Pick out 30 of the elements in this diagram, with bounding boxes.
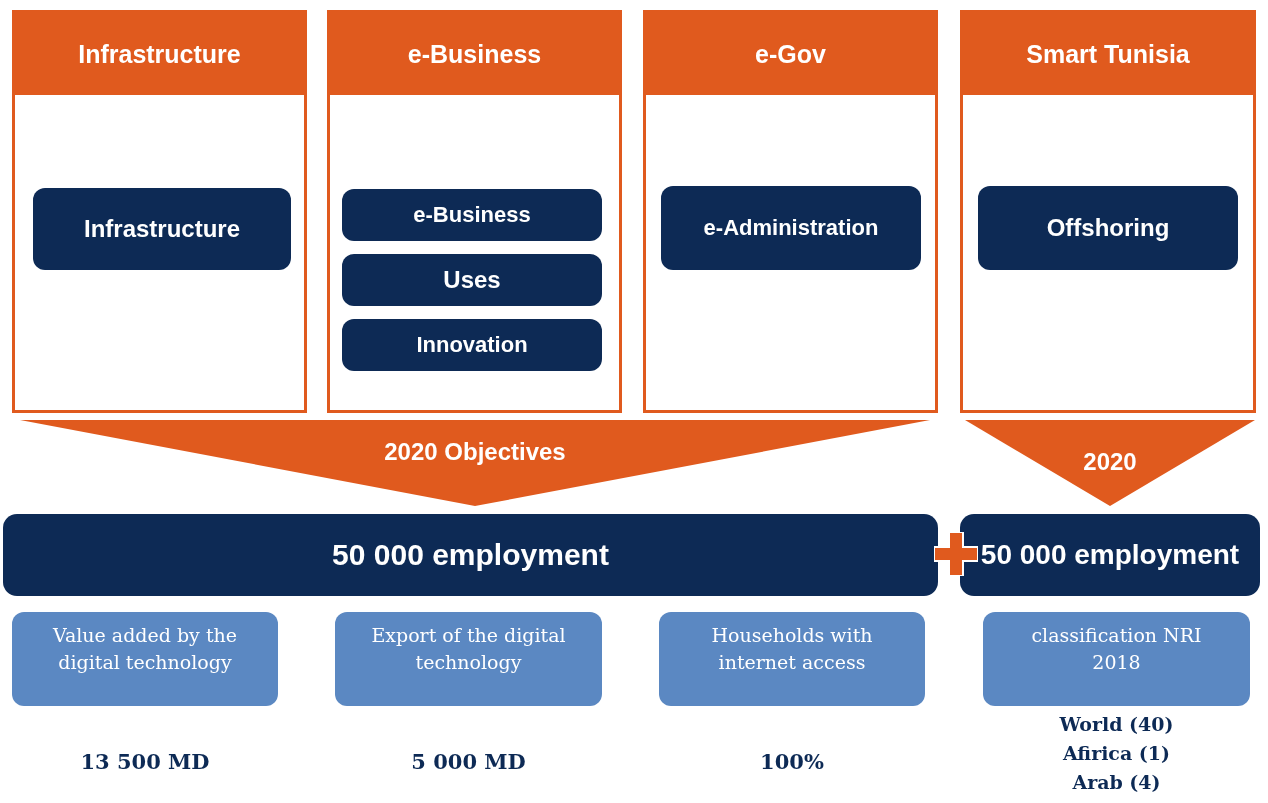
indicator-value: 100% (759, 748, 825, 776)
employment-bar: 50 000 employment (3, 514, 938, 596)
employment-bar: 50 000 employment (960, 514, 1260, 596)
column-heading: Infrastructure (15, 13, 304, 95)
indicator-value: Afirica (1) (1061, 741, 1172, 766)
column-heading: Smart Tunisia (963, 13, 1253, 95)
column-heading: e-Gov (646, 13, 935, 95)
topic-box: Offshoring (978, 186, 1238, 270)
topic-box: e-Administration (661, 186, 921, 270)
indicator-label: Households with internet access (710, 623, 874, 675)
column-heading: e-Business (330, 13, 619, 95)
chevron-label: 2020 (1083, 448, 1137, 477)
column-panel (12, 10, 307, 413)
indicator-value: Arab (4) (1071, 770, 1162, 795)
chevron-arrow (965, 420, 1255, 506)
column-panel (960, 10, 1256, 413)
chevron-arrow (20, 420, 930, 506)
topic-box: Infrastructure (33, 188, 291, 270)
indicator-value: 5 000 MD (410, 748, 527, 776)
indicator-value: 13 500 MD (79, 748, 211, 776)
topic-box: Uses (342, 254, 602, 306)
indicator-label: Value added by the digital technology (51, 623, 238, 675)
topic-box: e-Business (342, 189, 602, 241)
chevron-label: 2020 Objectives (384, 438, 566, 467)
column-panel (327, 10, 622, 413)
indicator-label: classification NRI 2018 (1030, 623, 1203, 675)
topic-box: Innovation (342, 319, 602, 371)
indicator-value: World (40) (1058, 712, 1175, 737)
column-panel (643, 10, 938, 413)
indicator-label: Export of the digital technology (370, 623, 567, 675)
